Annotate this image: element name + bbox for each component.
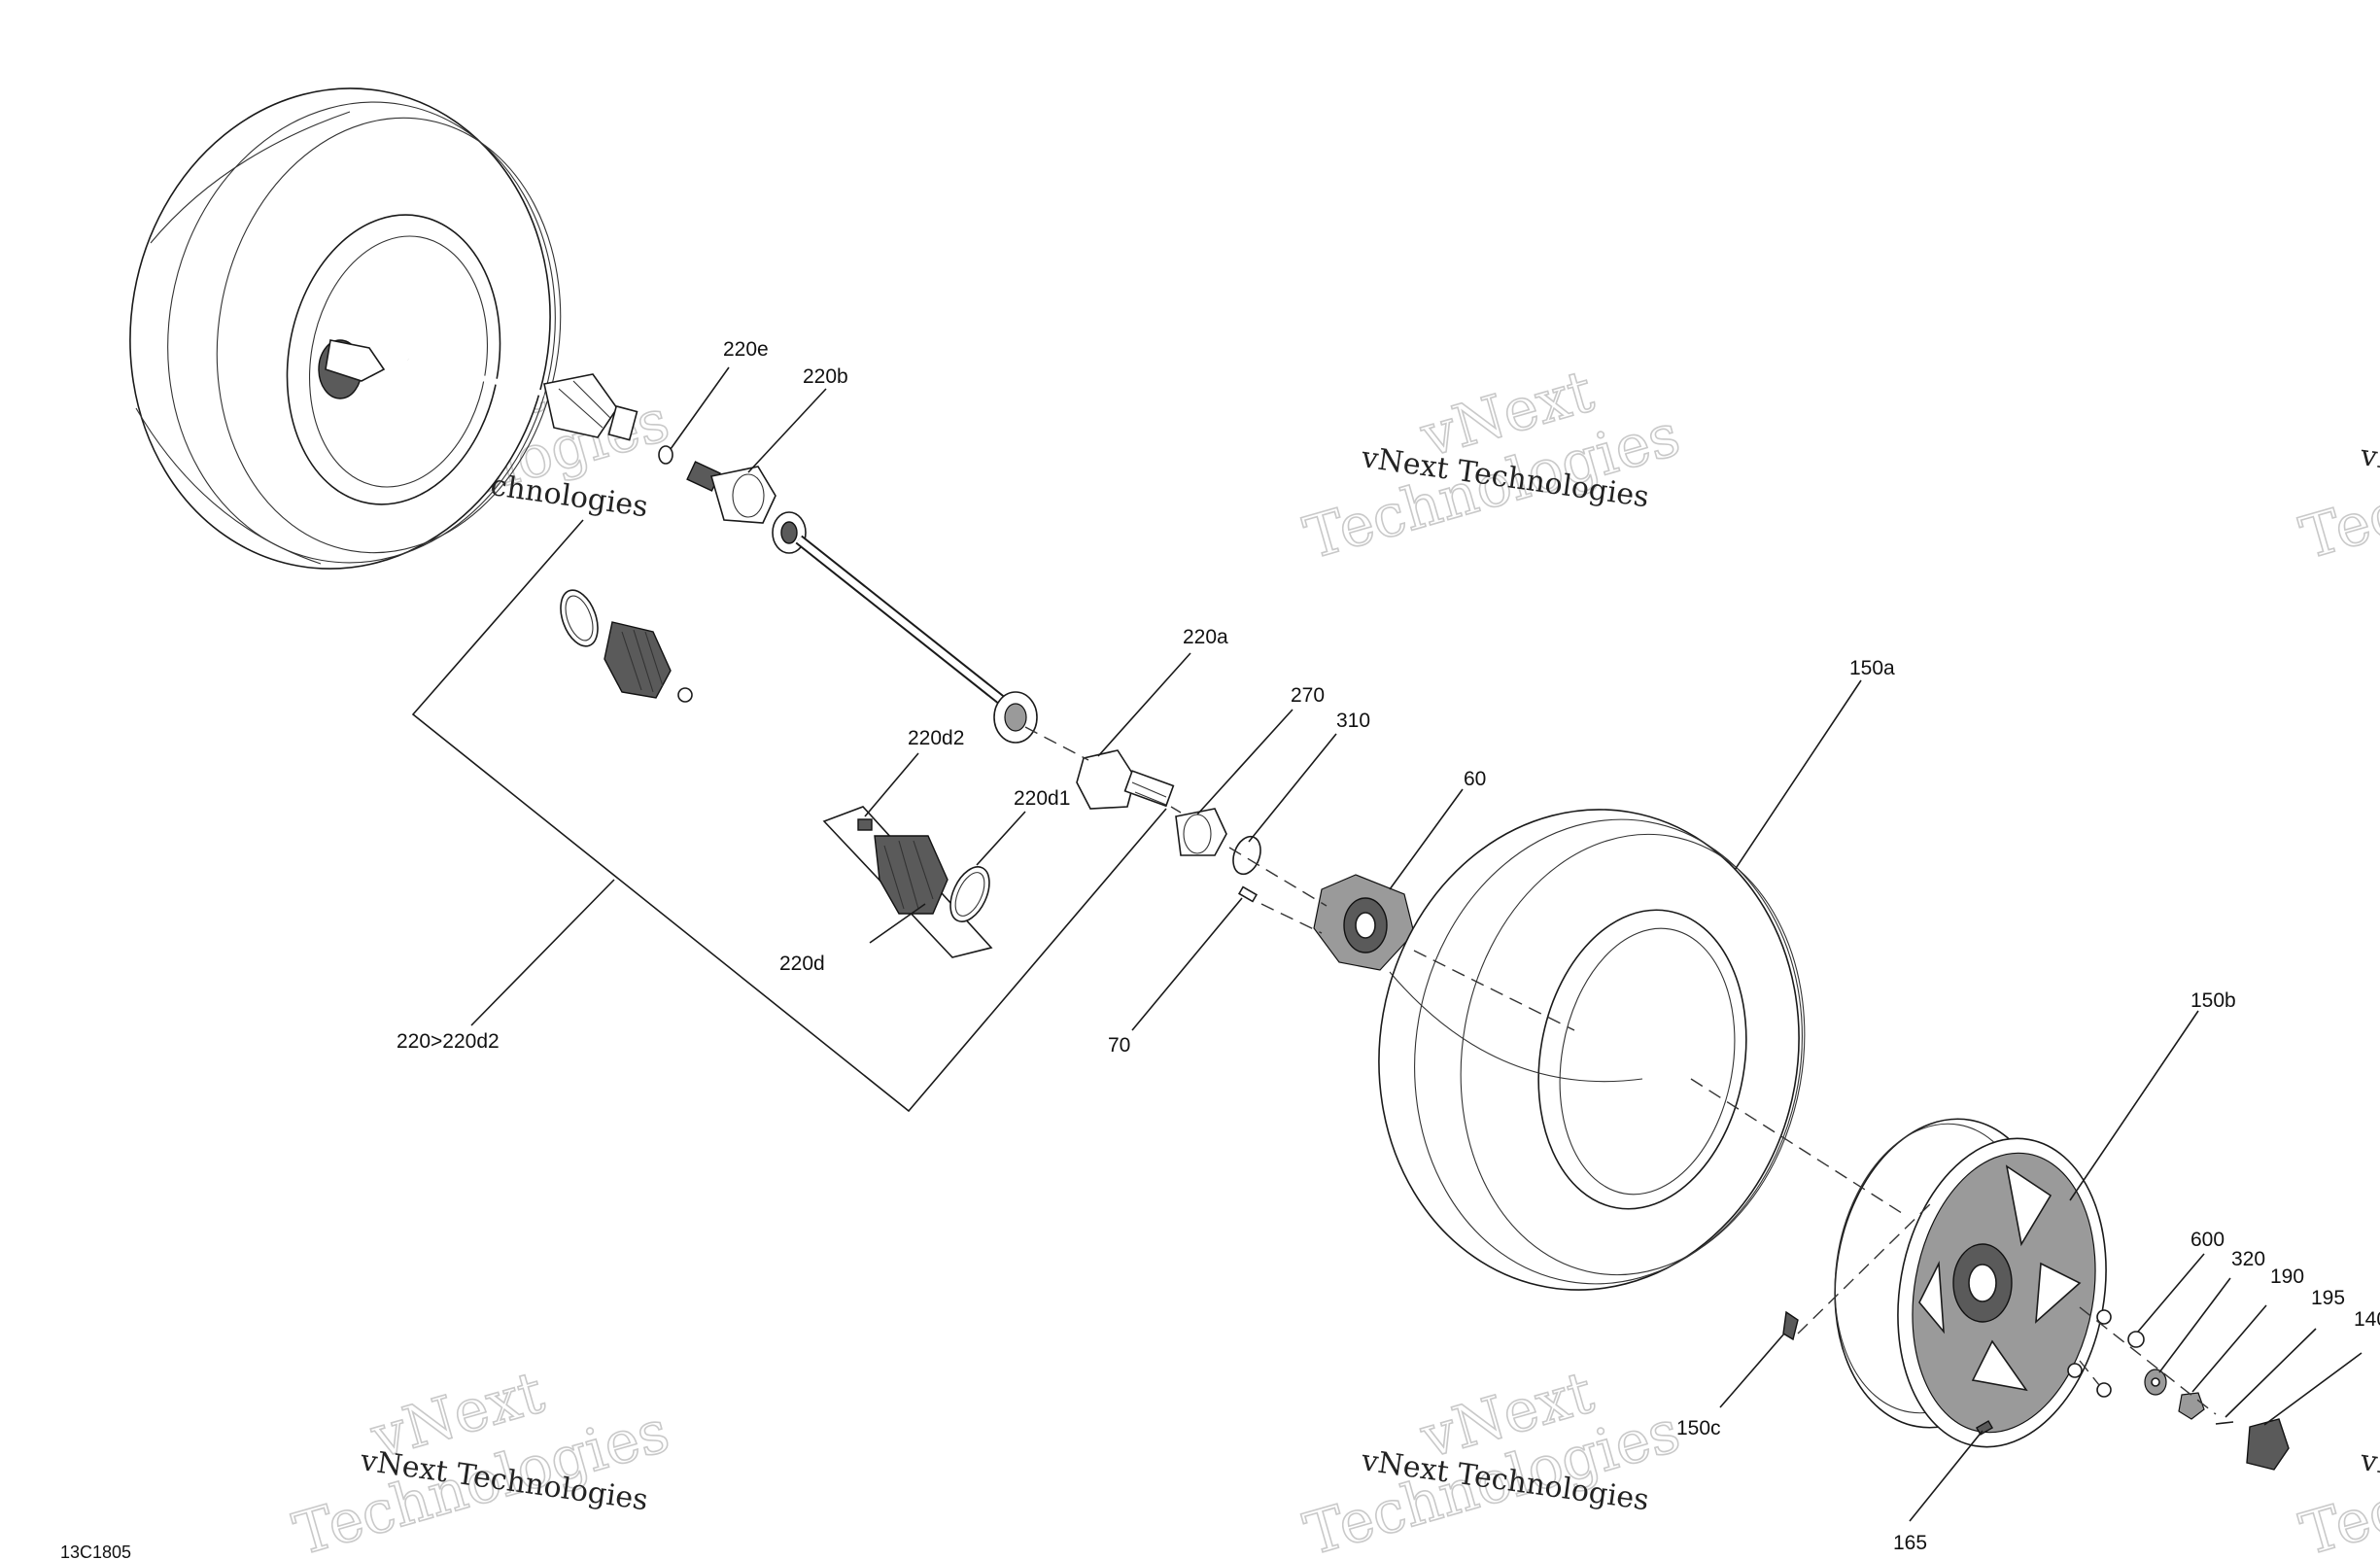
cv-joint-220a (1076, 749, 1175, 810)
boot-kit-lower-220d (822, 806, 993, 958)
center-cap-140 (2246, 1418, 2290, 1471)
callout-labels: 220e 220b 220a 220d2 220d1 220d 220>220d… (397, 338, 2380, 1554)
callout-220b: 220b (803, 365, 848, 388)
watermark-group-bottom-center: vNext Technologies vNext Technologies (1296, 1358, 1688, 1560)
callout-220a: 220a (1183, 626, 1228, 648)
pin-165 (1975, 1420, 1994, 1436)
cv-joint-220e (658, 445, 673, 465)
hub-nut-600 (2127, 1331, 2145, 1348)
top-left-tire-assembly (129, 87, 562, 570)
rim-150b (1834, 1118, 2107, 1448)
callout-270: 270 (1291, 684, 1325, 707)
callout-220d1: 220d1 (1014, 787, 1070, 810)
watermark-group-right-edge: vNext Technologies Technologies vNext Te… (2293, 400, 2380, 1560)
callout-70: 70 (1108, 1034, 1130, 1057)
inner-shaft-220 (772, 511, 1038, 744)
leader-lines (411, 366, 2363, 1522)
watermark-group-top-center: vNext Technologies vNext Technologies (1296, 357, 1688, 573)
callout-220d2: 220d2 (908, 727, 964, 749)
callout-150b: 150b (2190, 989, 2236, 1012)
callout-310: 310 (1336, 710, 1370, 732)
callout-220-220d2: 220>220d2 (397, 1030, 500, 1053)
exploded-axis-lines (1024, 726, 2217, 1415)
callout-190: 190 (2270, 1265, 2304, 1288)
watermark-logo-2: Technologies (2294, 401, 2380, 573)
stud-70 (1237, 885, 1259, 903)
callout-195: 195 (2311, 1287, 2345, 1309)
figure-id: 13C1805 (60, 1543, 131, 1560)
callout-220d: 220d (779, 953, 825, 975)
cotter-pin-195 (2215, 1421, 2234, 1425)
callout-320: 320 (2231, 1248, 2265, 1270)
retaining-ring-310 (1232, 835, 1261, 876)
wheel-hub-60 (1313, 874, 1415, 971)
watermark-logo-2: Technologies (2294, 1398, 2380, 1560)
washer-320 (2144, 1369, 2167, 1396)
callout-220e: 220e (723, 338, 769, 361)
callout-60: 60 (1464, 768, 1486, 790)
nut-190 (2178, 1392, 2205, 1420)
tire-150a (1378, 809, 1806, 1291)
top-left-drive-shaft (325, 339, 638, 441)
cv-joint-220b (686, 461, 776, 524)
callout-150c: 150c (1676, 1417, 1721, 1439)
wheel-nuts (2067, 1309, 2112, 1398)
bearing-270 (1175, 808, 1227, 856)
callout-150a: 150a (1849, 657, 1895, 679)
boot-kit-upper (560, 589, 693, 703)
callout-600: 600 (2190, 1229, 2225, 1251)
callout-140: 140 (2354, 1308, 2380, 1331)
valve-stem-150c (1782, 1310, 1799, 1341)
watermark-group-bottom-left: vNext Technologies vNext Technologies (286, 1358, 677, 1560)
callout-165: 165 (1893, 1532, 1927, 1554)
